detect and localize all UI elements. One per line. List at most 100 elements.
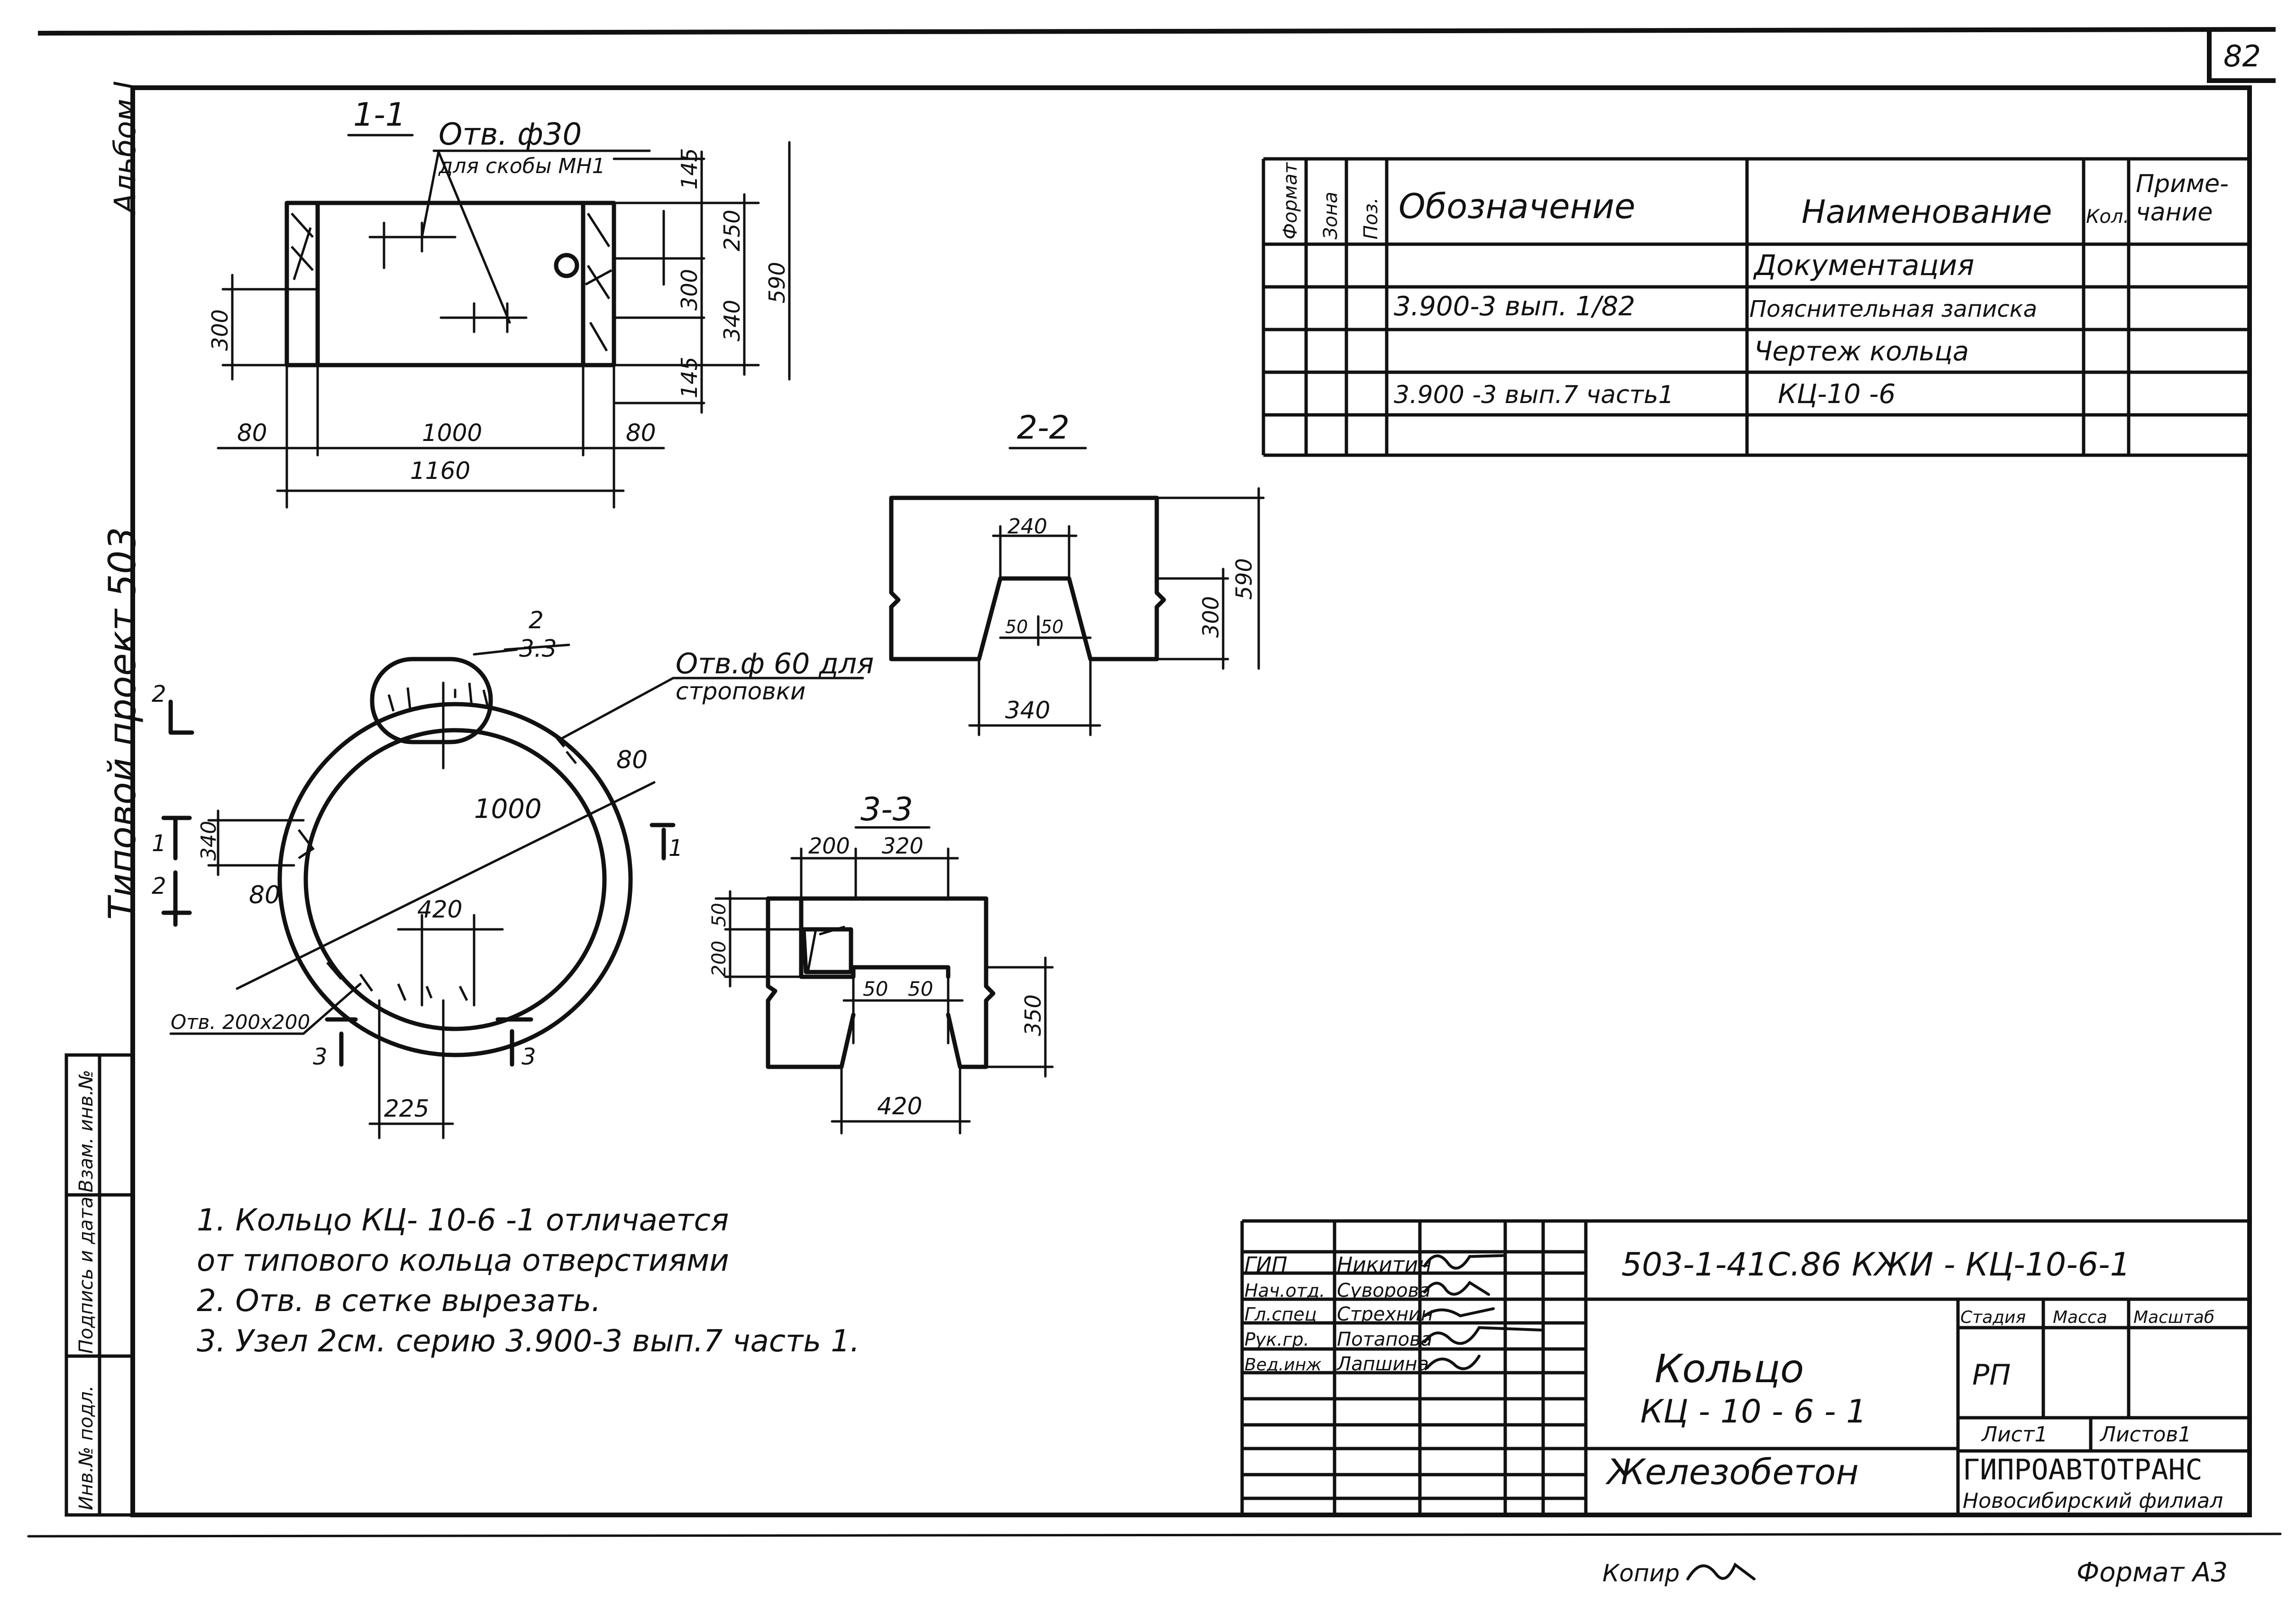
section-2-2: 2-2 240 50 50 300 590 340 — [889, 409, 1265, 736]
cut-3-left-label: 3 — [313, 1044, 328, 1070]
name-3: Стрехнин — [1337, 1303, 1433, 1325]
org-name: ГИПРОАВТОТРАНС — [1963, 1453, 2203, 1486]
dim-590-s11: 590 — [764, 262, 790, 303]
hole-30-label: Отв. ф30 — [439, 117, 582, 152]
role-2: Нач.отд. — [1244, 1280, 1325, 1301]
role-5: Вед.инж — [1244, 1355, 1322, 1375]
hole-200-label: Отв. 200х200 — [171, 1010, 310, 1034]
spec-row-4-name: КЦ-10 -6 — [1778, 379, 1895, 410]
note-3: 3. Узел 2см. серию 3.900-3 вып.7 часть 1… — [197, 1324, 860, 1359]
side-labels: Альбом I Типовой проект 503 Взам. инв.№ … — [64, 81, 144, 1517]
notes: 1. Кольцо КЦ- 10-6 -1 отличается от типо… — [197, 1203, 860, 1359]
strip-label-2: Подпись и дата — [75, 1197, 97, 1354]
format-label: Формат А3 — [2076, 1557, 2228, 1588]
dim-225: 225 — [384, 1095, 429, 1122]
cut-1-right-label: 1 — [668, 835, 683, 862]
dim-200-s33: 200 — [808, 833, 850, 859]
ring-plan: 2 3.3 Отв.ф 60 для строповки 80 1000 80 … — [152, 606, 874, 1139]
hdr-designation: Обозначение — [1399, 186, 1636, 226]
sheets-label: Листов1 — [2099, 1422, 2191, 1447]
strip-label-1: Взам. инв.№ — [75, 1070, 97, 1193]
dim-50-vert: 50 — [708, 903, 730, 927]
dim-300-right: 300 — [677, 269, 702, 311]
dim-300-left: 300 — [207, 309, 233, 351]
doc-code: 503-1-41С.86 КЖИ - КЦ-10-6-1 — [1621, 1246, 2131, 1284]
sling-hole-label: Отв.ф 60 для — [676, 647, 874, 680]
spec-table: Формат Зона Поз. Обозначение Наименовани… — [1262, 157, 2251, 457]
name-4: Потапова — [1337, 1329, 1432, 1350]
sheet-frame: 82 — [27, 27, 2282, 1538]
col-scale: Масштаб — [2133, 1308, 2214, 1327]
hdr-name: Наименование — [1802, 193, 2052, 231]
hole-30-sublabel: для скобы МН1 — [438, 154, 605, 178]
dim-340-s22: 340 — [1005, 697, 1050, 724]
copy-label: Копир — [1602, 1560, 1680, 1587]
dim-80-right: 80 — [626, 419, 656, 447]
cut-3-right-label: 3 — [521, 1044, 536, 1070]
spec-row-4-designation: 3.900 -3 вып.7 часть1 — [1394, 381, 1674, 409]
hdr-note-1: Приме- — [2136, 170, 2229, 198]
cut-2-top-label: 2 — [152, 681, 166, 707]
cut-2-left-label: 2 — [152, 873, 166, 899]
col-stage: Стадия — [1960, 1308, 2026, 1327]
sheet-number: 82 — [2223, 39, 2261, 73]
hdr-qty: Кол. — [2086, 206, 2129, 228]
section-2-2-title: 2-2 — [1017, 409, 1070, 447]
footer: Копир Формат А3 — [1602, 1557, 2228, 1588]
strip-label-3: Инв.№ подл. — [75, 1385, 97, 1510]
role-4: Рук.гр. — [1244, 1329, 1309, 1350]
dim-50-b-s33: 50 — [908, 977, 933, 1000]
spec-row-1-name: Документация — [1753, 249, 1974, 282]
title-block: 503-1-41С.86 КЖИ - КЦ-10-6-1 ГИП Никитин… — [1240, 1219, 2250, 1515]
cut-1-left-label: 1 — [152, 830, 166, 857]
branch-name: Новосибирский филиал — [1963, 1489, 2223, 1513]
dim-320-s33: 320 — [882, 833, 924, 859]
role-3: Гл.спец — [1244, 1304, 1317, 1325]
spec-row-3-name: Чертеж кольца — [1754, 336, 1969, 367]
section-1-1: 1-1 Отв. ф30 для скобы МН1 145 250 590 3… — [207, 96, 791, 509]
dim-145-top: 145 — [677, 148, 702, 190]
section-3-3-title: 3-3 — [860, 791, 913, 828]
dim-80-top-plan: 80 — [616, 746, 648, 774]
object-code: КЦ - 10 - 6 - 1 — [1640, 1393, 1866, 1431]
name-5: Лапшина — [1336, 1353, 1429, 1375]
album-label: Альбом I — [108, 81, 142, 215]
dim-1000-plan: 1000 — [474, 794, 542, 825]
dim-240: 240 — [1007, 514, 1047, 539]
dim-50-b-s22: 50 — [1041, 616, 1063, 637]
dim-200-vert: 200 — [708, 941, 730, 977]
spec-row-2-designation: 3.900-3 вып. 1/82 — [1394, 291, 1635, 322]
stage-value: РП — [1972, 1358, 2011, 1392]
object-name: Кольцо — [1655, 1347, 1804, 1392]
hdr-format: Формат — [1280, 162, 1301, 239]
project-label: Типовой проект 503 — [101, 527, 144, 920]
sling-hole-sublabel: строповки — [676, 678, 805, 705]
dim-80-left: 80 — [237, 419, 267, 447]
dim-420-s33: 420 — [877, 1092, 922, 1120]
note-2: 2. Отв. в сетке вырезать. — [197, 1284, 601, 1319]
node-2-den: 3.3 — [519, 635, 557, 662]
node-2-num: 2 — [529, 606, 544, 634]
dim-350: 350 — [1020, 994, 1046, 1036]
note-1: 1. Кольцо КЦ- 10-6 -1 отличается — [197, 1203, 729, 1238]
dim-300-s22: 300 — [1198, 596, 1224, 638]
col-mass: Масса — [2053, 1308, 2107, 1327]
note-1-cont: от типового кольца отверстиями — [197, 1243, 729, 1278]
material: Железобетон — [1605, 1452, 1859, 1493]
spec-row-2-name: Пояснительная записка — [1749, 296, 2037, 322]
dim-340-s11: 340 — [719, 300, 745, 341]
section-1-1-title: 1-1 — [353, 96, 406, 134]
dim-1000-s11: 1000 — [422, 419, 482, 447]
hdr-note-2: чание — [2136, 198, 2213, 227]
sheet-label: Лист1 — [1981, 1422, 2048, 1447]
dim-50-a-s22: 50 — [1005, 616, 1028, 637]
dim-420-plan: 420 — [417, 896, 462, 923]
dim-50-a-s33: 50 — [863, 977, 888, 1000]
hdr-zone: Зона — [1320, 192, 1342, 239]
section-3-3: 3-3 200 320 50 200 50 50 350 420 — [708, 791, 1054, 1135]
dim-590-s22: 590 — [1231, 558, 1257, 600]
dim-250: 250 — [719, 210, 745, 251]
role-1: ГИП — [1244, 1253, 1288, 1277]
dim-145-bottom: 145 — [677, 357, 702, 398]
